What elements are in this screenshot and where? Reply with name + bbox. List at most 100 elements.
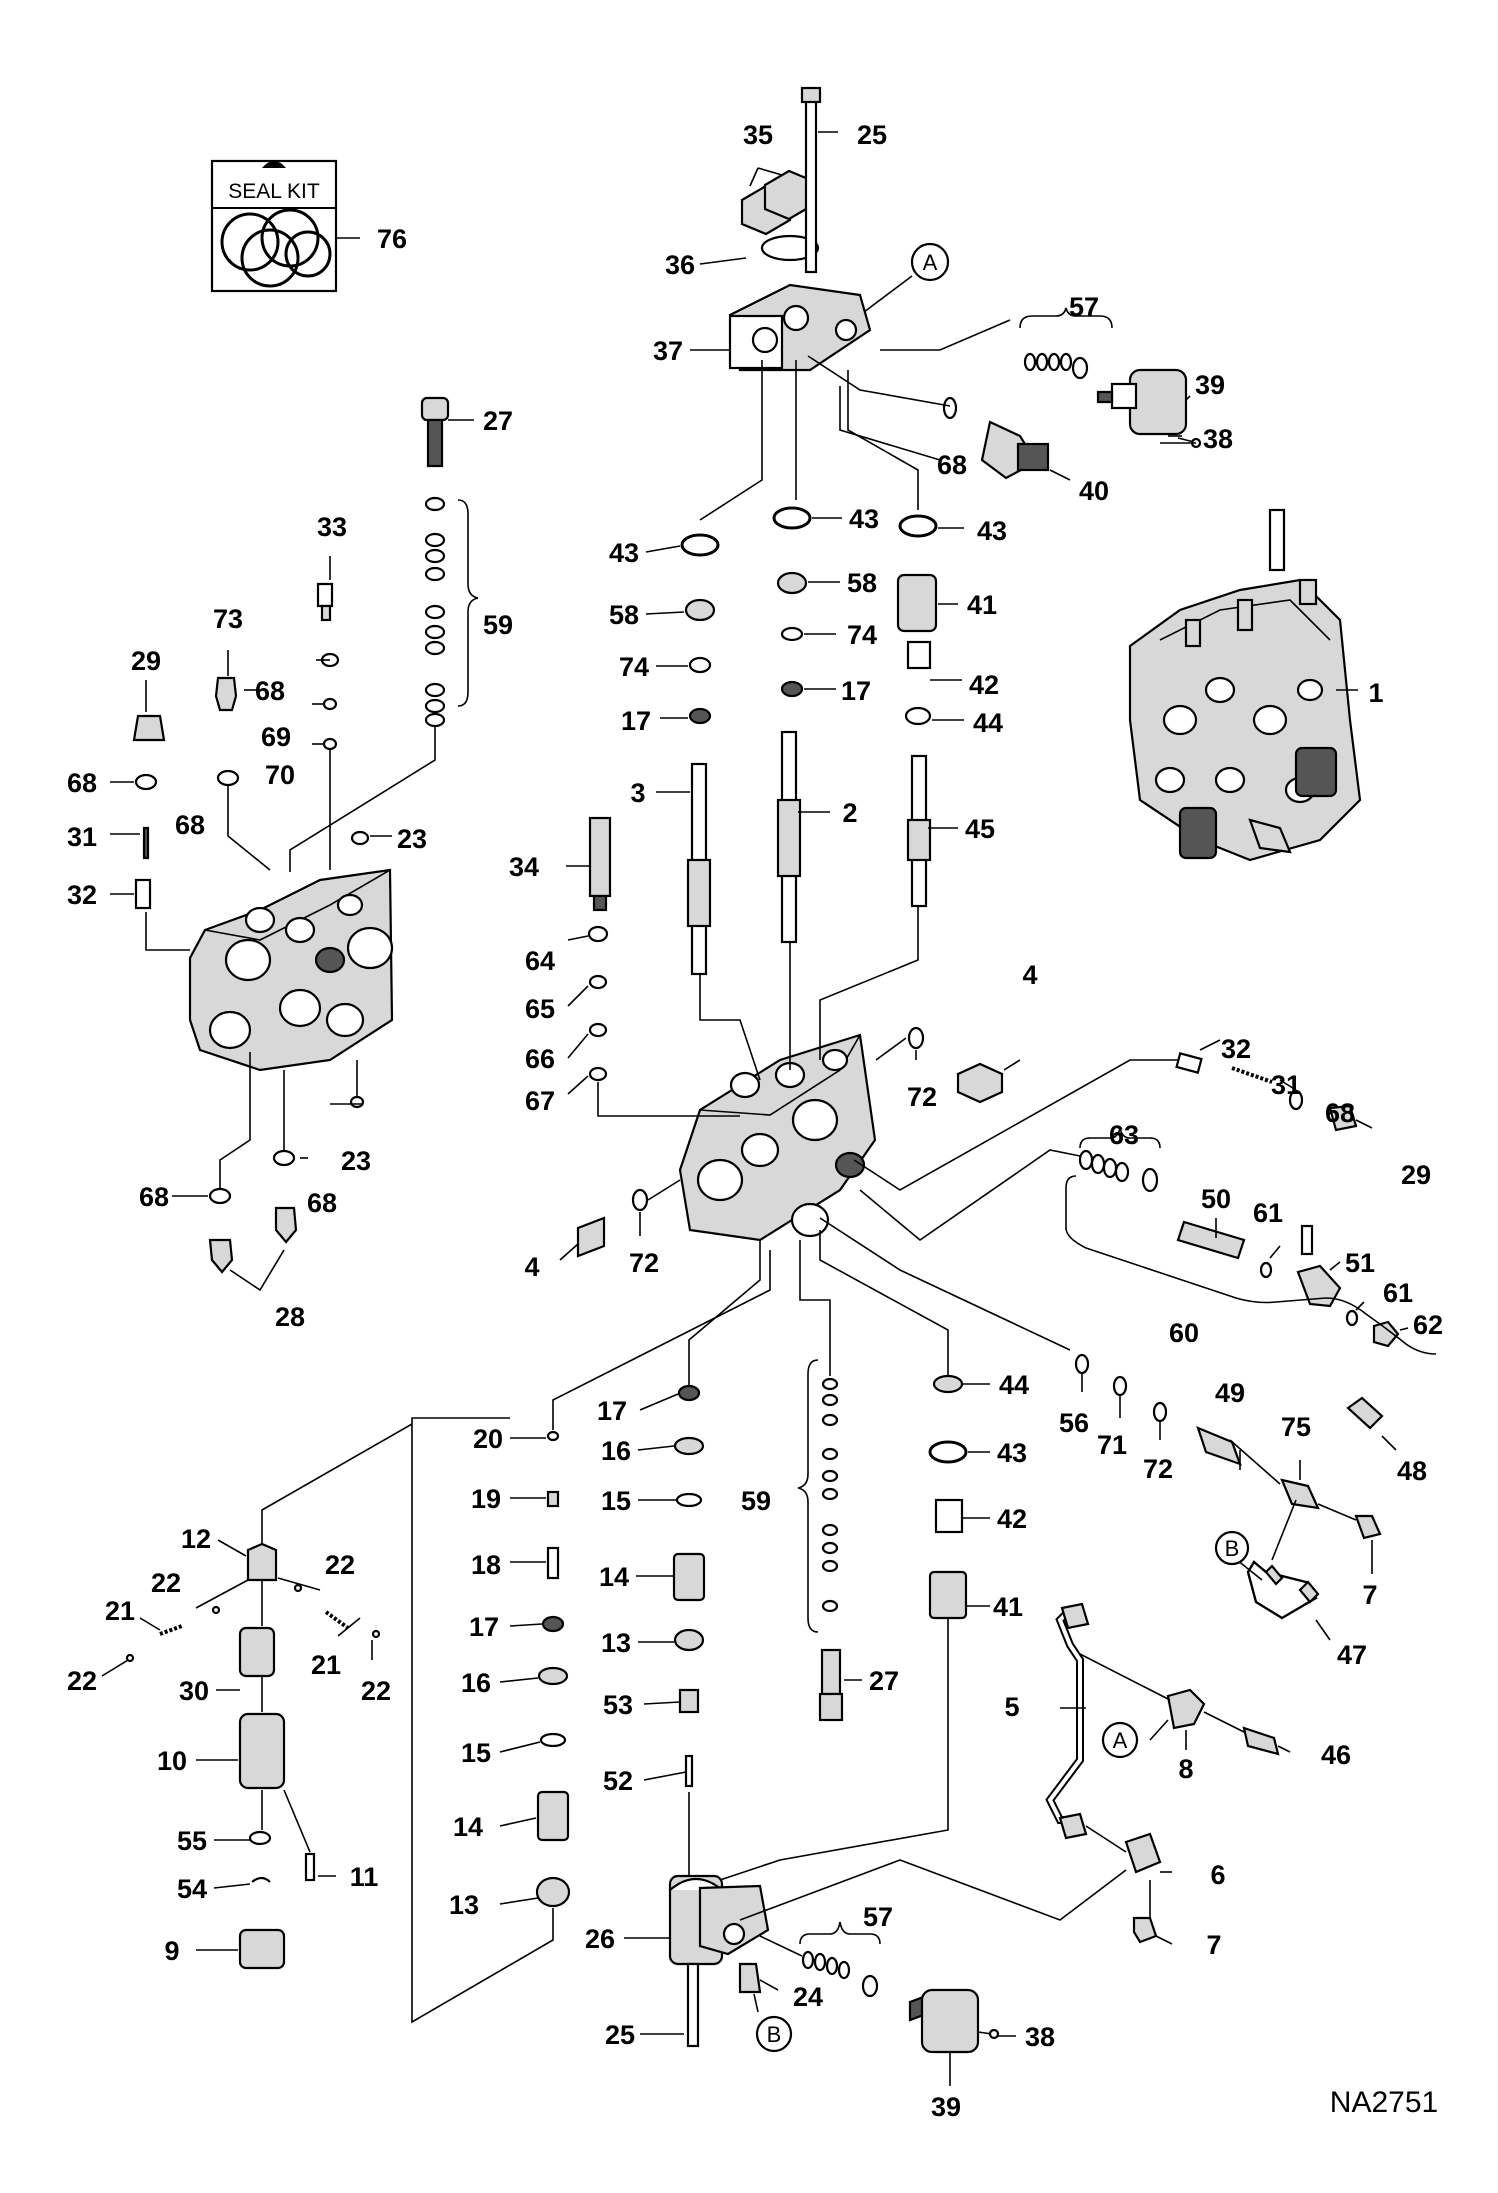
ref-b-bottom-text: B [767,2022,782,2047]
part-label: 21 [105,1596,135,1626]
fitting-46 [1242,1726,1280,1756]
part-label: 56 [1059,1408,1089,1438]
part-label: 7 [1362,1580,1377,1610]
part-label: 13 [601,1628,631,1658]
part-label: 43 [977,516,1007,546]
part-label: 31 [1271,1070,1301,1100]
center-right-column [818,1374,968,1722]
cartridge-27-lower [820,1648,842,1696]
part-label: 50 [1201,1184,1231,1214]
tee-75 [1280,1478,1320,1510]
part-label: 48 [1397,1456,1427,1486]
part-label: 1 [1368,678,1383,708]
lower-right-fittings [1074,1353,1384,1620]
part-label: 64 [525,946,555,976]
ref-circle-a-top [910,242,950,282]
part-label: 68 [307,1188,337,1218]
part-label: 15 [461,1738,491,1768]
sender-28a [208,1238,234,1274]
part-label: 58 [847,568,877,598]
plugs-4 [576,1026,1004,1258]
part-label: 68 [1325,1098,1355,1128]
seal-kit-ring-icon [220,212,280,272]
part-label: 17 [597,1396,627,1426]
housing-10 [238,1712,286,1790]
retainer-42-lower [934,1498,964,1534]
part-label: 25 [605,2020,635,2050]
plug-12 [246,1542,278,1582]
part-label: 11 [350,1862,379,1892]
part-label: 12 [181,1524,211,1554]
part-label: 72 [1143,1454,1173,1484]
spring-14-upper [672,1552,706,1602]
spring-14-lower [536,1790,570,1842]
part-label: 14 [599,1562,629,1592]
part-label: 25 [857,120,887,150]
part-label: 62 [1413,1310,1443,1340]
part-label: 39 [931,2092,961,2122]
part-label: 22 [67,1666,97,1696]
cap-7-lower [1132,1916,1158,1944]
bolt-25-bottom [686,1962,700,2048]
part-label: 75 [1281,1412,1311,1442]
part-label: 16 [461,1668,491,1698]
part-label: 29 [131,646,161,676]
part-label: 32 [67,880,97,910]
part-label: 3 [630,778,645,808]
part-label: 7 [1206,1930,1221,1960]
part-label: 70 [265,760,295,790]
part-label: 18 [471,1550,501,1580]
part-label: 63 [1109,1120,1139,1150]
part-label: 27 [483,406,513,436]
tube-assembly-5 [1045,1602,1280,1944]
part-label: 36 [665,250,695,280]
relief-valve-34 [587,816,612,1082]
cap-7-right [1354,1514,1382,1540]
fitting-73 [214,676,238,712]
part-label: 68 [67,768,97,798]
plug-29-left [132,714,166,742]
part-label: 5 [1004,1692,1019,1722]
part-label: 2 [842,798,857,828]
part-label: 23 [397,824,427,854]
part-label: 13 [449,1890,479,1920]
part-label: 66 [525,1044,555,1074]
tee-8 [1166,1688,1206,1730]
part-label: 22 [325,1550,355,1580]
diagram-code: NA2751 [1330,2086,1438,2119]
spring-31-left [142,826,150,860]
part-label: 31 [67,822,97,852]
part-label: 17 [841,676,871,706]
spring-41-lower [928,1570,968,1620]
part-label: 45 [965,814,995,844]
part-label: 8 [1178,1754,1193,1784]
part-label: 28 [275,1302,305,1332]
part-label: 71 [1097,1430,1127,1460]
part-label: 15 [601,1486,631,1516]
part-label: 57 [1069,292,1099,322]
spools [680,506,938,976]
fitting-49 [1196,1426,1242,1466]
part-labels: 76 35 25 36 37 57 39 38 68 40 27 59 33 7… [67,120,1443,2122]
sensor-40 [942,396,1050,480]
part-label: 76 [377,224,407,254]
part-label: 47 [1337,1640,1367,1670]
seal-kit-box: SEAL KIT [210,159,338,293]
part-label: 59 [483,610,513,640]
part-label: 42 [997,1504,1027,1534]
part-label: 44 [999,1370,1029,1400]
part-label: 74 [619,652,649,682]
part-label: 32 [1221,1034,1251,1064]
part-label: 73 [213,604,243,634]
part-label: 41 [993,1592,1023,1622]
ref-circle-b-bottom [755,2015,793,2053]
ref-circle-b-right [1214,1530,1250,1566]
poppet-32-left [134,878,152,910]
left-lower-parts [125,1542,381,1970]
leader-lines [101,131,1437,2086]
reference-markers: A B A B [755,242,1250,2053]
seal-kit-text: SEAL KIT [228,180,320,203]
cap-9 [238,1928,286,1970]
part-label: 72 [629,1248,659,1278]
